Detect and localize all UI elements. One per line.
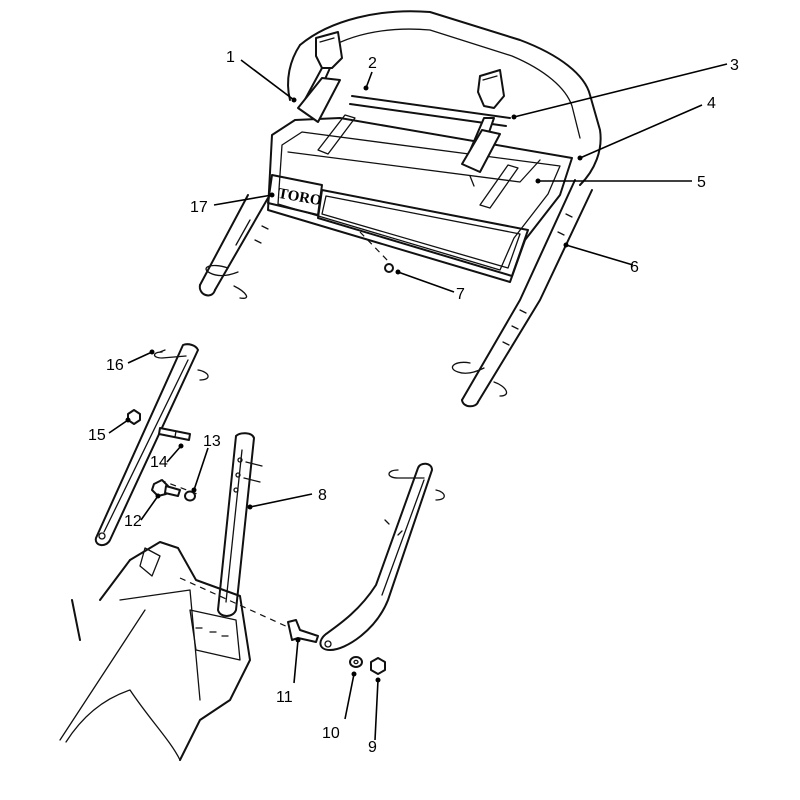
callout-leaders (108, 59, 728, 741)
callout-11: 11 (276, 689, 293, 706)
hair-pin-right-bottom (493, 381, 508, 397)
hair-pin-right-top (451, 361, 485, 374)
panel-slot-right (479, 164, 519, 209)
toro-logo-decal (267, 174, 323, 216)
left-lever-knob (315, 31, 343, 69)
callout-9: 9 (368, 739, 377, 756)
hair-pin-left-top (205, 264, 239, 277)
callout-6: 6 (630, 259, 639, 276)
lower-handle-assembly (59, 343, 445, 761)
callout-7: 7 (456, 286, 465, 303)
toro-logo-text: TORO (277, 186, 323, 209)
upper-handle-left-leg (199, 194, 269, 291)
callout-3: 3 (730, 57, 739, 74)
callout-2: 2 (368, 55, 377, 72)
callout-13: 13 (203, 433, 221, 450)
callout-dots (125, 85, 583, 683)
callout-8: 8 (318, 487, 327, 504)
lock-nut-9 (370, 657, 386, 675)
callout-labels: 1 2 3 4 5 6 7 8 9 10 11 12 13 14 15 16 1… (88, 49, 739, 756)
shoulder-bolt (287, 619, 319, 643)
nut-15 (127, 409, 141, 425)
callout-10: 10 (322, 725, 340, 742)
callout-5: 5 (697, 174, 706, 191)
callout-15: 15 (88, 427, 106, 444)
upper-handle-right-leg (461, 179, 593, 403)
right-lever-knob (477, 69, 505, 109)
assembly-axis-line (179, 577, 291, 629)
left-lower-handle (94, 343, 199, 546)
callout-16: 16 (106, 357, 124, 374)
callout-12: 12 (124, 513, 142, 530)
upper-handle-assembly: TORO (198, 10, 602, 408)
hair-pin-left-bottom (233, 285, 248, 299)
panel-slot-left (317, 114, 356, 155)
callout-17: 17 (190, 199, 208, 216)
right-lower-handle (319, 462, 433, 651)
callout-4: 4 (707, 95, 716, 112)
panel-decal-strip (349, 95, 511, 127)
callout-1: 1 (226, 49, 235, 66)
washer-10 (349, 656, 363, 668)
mower-deck-fragment (129, 541, 251, 761)
callout-14: 14 (150, 454, 168, 471)
handle-bracket (217, 432, 255, 617)
hair-pin-16 (159, 349, 166, 353)
panel-nut (384, 263, 394, 273)
washer-13 (184, 490, 196, 502)
clevis-pin (158, 427, 191, 441)
